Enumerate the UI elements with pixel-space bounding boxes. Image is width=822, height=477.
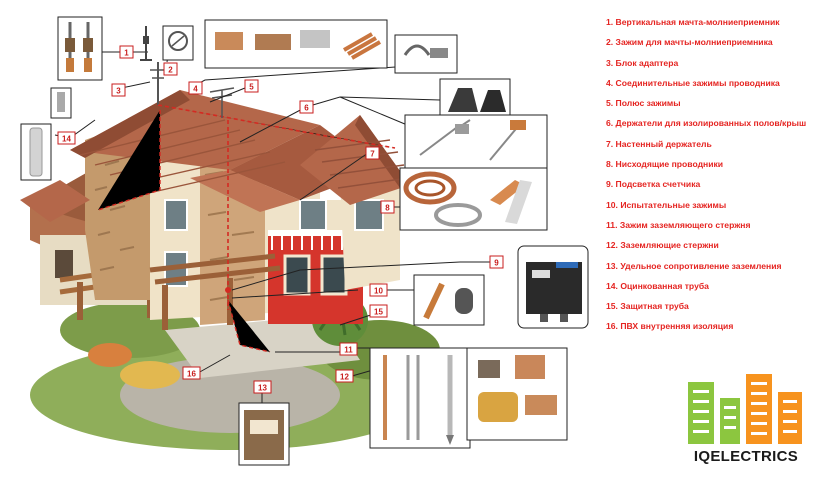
legend-item-11: 11. Зажим заземляющего стержня xyxy=(606,219,751,230)
legend-item-13: 13. Удельное сопротивление заземления xyxy=(606,260,782,271)
callout-9: 9 xyxy=(494,259,499,268)
lightning-conductors xyxy=(97,62,396,353)
callout-10: 10 xyxy=(374,287,383,296)
callout-6: 6 xyxy=(304,104,309,113)
component-images xyxy=(20,16,589,466)
callout-13: 13 xyxy=(258,384,267,393)
legend-item-4: 4. Соединительные зажимы проводника xyxy=(606,77,780,88)
callout-tags: 1 2 3 4 5 6 7 8 9 10 11 12 13 14 15 16 xyxy=(57,45,504,394)
iqelectrics-logo: IQELECTRICS xyxy=(676,370,816,470)
legend-item-14: 14. Оцинкованная труба xyxy=(606,280,709,291)
legend-item-15: 15. Защитная труба xyxy=(606,301,689,312)
roof xyxy=(20,90,410,222)
legend-item-9: 9. Подсветка счетчика xyxy=(606,179,701,190)
legend: 1. Вертикальная мачта-молниеприемник 2. … xyxy=(606,16,816,341)
callout-7: 7 xyxy=(370,150,375,159)
legend-item-1: 1. Вертикальная мачта-молниеприемник xyxy=(606,17,780,27)
callout-16: 16 xyxy=(187,370,196,379)
buildings-logo-icon xyxy=(688,374,802,444)
callout-1: 1 xyxy=(124,49,129,58)
callout-3: 3 xyxy=(116,87,121,96)
legend-item-7: 7. Настенный держатель xyxy=(606,138,712,149)
legend-item-2: 2. Зажим для мачты-молниеприемника xyxy=(606,37,773,48)
callout-4: 4 xyxy=(193,85,198,94)
callout-12: 12 xyxy=(340,373,349,382)
legend-item-8: 8. Нисходящие проводники xyxy=(606,159,724,170)
legend-item-12: 12. Заземляющие стержни xyxy=(606,240,719,251)
callout-11: 11 xyxy=(344,346,353,355)
callout-2: 2 xyxy=(168,66,173,75)
legend-item-6: 6. Держатели для изолированных полов/кры… xyxy=(606,118,807,129)
callout-15: 15 xyxy=(374,308,383,317)
legend-item-3: 3. Блок адаптера xyxy=(606,57,679,68)
legend-item-10: 10. Испытательные зажимы xyxy=(606,199,727,210)
logo-text: IQELECTRICS xyxy=(693,448,799,465)
callout-5: 5 xyxy=(249,83,254,92)
legend-item-5: 5. Полюс зажимы xyxy=(606,98,681,109)
legend-item-16: 16. ПВХ внутренняя изоляция xyxy=(606,321,734,332)
callout-8: 8 xyxy=(385,204,390,213)
callout-14: 14 xyxy=(62,135,71,144)
